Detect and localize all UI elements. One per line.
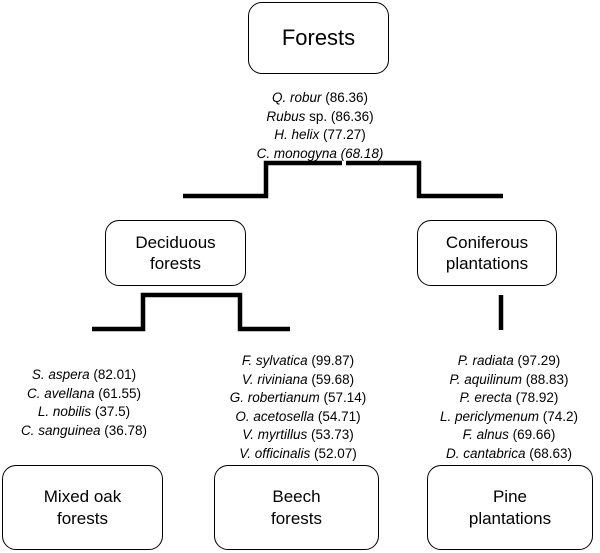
species-name: V. officinalis — [239, 445, 311, 461]
box-label-line: Coniferous — [445, 232, 529, 252]
box-label-line: forests — [56, 508, 108, 528]
indicator-value: (52.07) — [314, 445, 357, 461]
mixed-oak-indicator-list: S. aspera (82.01)C. avellana (61.55)L. n… — [0, 366, 168, 440]
species-row: C. monogyna (68.18) — [200, 145, 440, 164]
species-name: C. monogyna — [256, 145, 337, 161]
species-name: Q. robur — [271, 90, 322, 105]
species-row: G. robertianum (57.14) — [208, 389, 388, 408]
indicator-value: (99.87) — [311, 353, 355, 368]
box-label-line: forests — [149, 254, 201, 273]
indicator-value: (86.36) — [330, 108, 374, 124]
species-row: P. aquilinum (88.83) — [418, 371, 600, 390]
species-row: C. sanguinea (36.78) — [0, 422, 168, 441]
species-name: C. sanguinea — [20, 422, 101, 438]
box-label: Coniferous plantations — [446, 232, 528, 275]
species-name: S. aspera — [31, 367, 90, 382]
indicator-value: (59.68) — [311, 371, 355, 387]
indicator-value: (78.92) — [515, 390, 559, 405]
pine-indicator-list: P. radiata (97.29)P. aquilinum (88.83)P.… — [418, 352, 600, 463]
indicator-value: (77.27) — [323, 127, 366, 142]
box-label-line: Forests — [281, 25, 356, 51]
box-label-line: plantations — [468, 508, 552, 528]
beech-indicator-list: F. sylvatica (99.87)V. riviniana (59.68)… — [208, 352, 388, 463]
species-row: V. riviniana (59.68) — [208, 371, 388, 390]
species-name: H. helix — [274, 127, 320, 142]
species-name: P. aquilinum — [449, 371, 522, 387]
indicator-value: (74.2) — [542, 408, 579, 424]
indicator-value: (97.29) — [517, 353, 561, 368]
deciduous-connector — [92, 292, 290, 332]
indicator-value: (37.5) — [94, 404, 131, 419]
forests-indicator-list: Q. robur (86.36)Rubus sp. (86.36)H. heli… — [200, 89, 440, 163]
species-name: D. cantabrica — [445, 445, 526, 461]
species-row: F. alnus (69.66) — [418, 426, 600, 445]
indicator-value: (82.01) — [93, 367, 137, 382]
box-label-line: Mixed oak — [43, 487, 122, 507]
box-label-line: plantations — [445, 254, 529, 273]
species-row: S. aspera (82.01) — [0, 366, 168, 385]
species-row: O. acetosella (54.71) — [208, 408, 388, 427]
forests-box: Forests — [248, 2, 389, 74]
box-label-line: Beech — [272, 487, 321, 507]
species-row: V. officinalis (52.07) — [208, 445, 388, 464]
indicator-value: (36.78) — [104, 422, 148, 438]
indicator-value: (68.18) — [340, 145, 384, 161]
species-row: P. radiata (97.29) — [418, 352, 600, 371]
species-row: Q. robur (86.36) — [200, 89, 440, 108]
species-name: F. sylvatica — [241, 353, 308, 368]
root-connector-right — [346, 160, 503, 199]
indicator-value: (61.55) — [98, 385, 142, 401]
species-name: O. acetosella — [235, 408, 315, 424]
box-label: Forests — [282, 24, 355, 52]
indicator-value: (57.14) — [323, 390, 367, 405]
species-name: P. radiata — [457, 353, 514, 368]
indicator-value: (68.63) — [529, 445, 573, 461]
coniferous-plantations-box: Coniferous plantations — [417, 220, 557, 286]
species-row: L. periclymenum (74.2) — [418, 408, 600, 427]
root-connector-left — [183, 160, 342, 199]
species-row: C. avellana (61.55) — [0, 385, 168, 404]
species-suffix: sp. — [305, 108, 328, 124]
indicator-value: (86.36) — [325, 90, 369, 105]
species-name: V. myrtillus — [242, 427, 308, 442]
species-name: F. alnus — [462, 427, 509, 442]
box-label: Deciduous forests — [135, 232, 215, 275]
species-row: H. helix (77.27) — [200, 126, 440, 145]
indicator-value: (54.71) — [317, 408, 361, 424]
species-row: P. erecta (78.92) — [418, 389, 600, 408]
species-row: D. cantabrica (68.63) — [418, 445, 600, 464]
species-name: L. nobilis — [37, 404, 92, 419]
indicator-value: (53.73) — [311, 427, 354, 442]
species-name: Rubus — [266, 108, 306, 124]
box-label-line: forests — [270, 508, 323, 528]
species-row: V. myrtillus (53.73) — [208, 426, 388, 445]
indicator-value: (69.66) — [512, 427, 556, 442]
species-name: L. periclymenum — [439, 408, 539, 424]
deciduous-forests-box: Deciduous forests — [105, 220, 246, 286]
box-label-line: Pine — [492, 487, 527, 507]
species-row: F. sylvatica (99.87) — [208, 352, 388, 371]
box-label-line: Deciduous — [135, 232, 216, 252]
species-name: V. riviniana — [241, 371, 308, 387]
species-row: Rubus sp. (86.36) — [200, 108, 440, 127]
species-name: G. robertianum — [229, 390, 320, 405]
indicator-value: (88.83) — [525, 371, 569, 387]
species-name: C. avellana — [26, 385, 95, 401]
species-row: L. nobilis (37.5) — [0, 403, 168, 422]
species-name: P. erecta — [459, 390, 512, 405]
